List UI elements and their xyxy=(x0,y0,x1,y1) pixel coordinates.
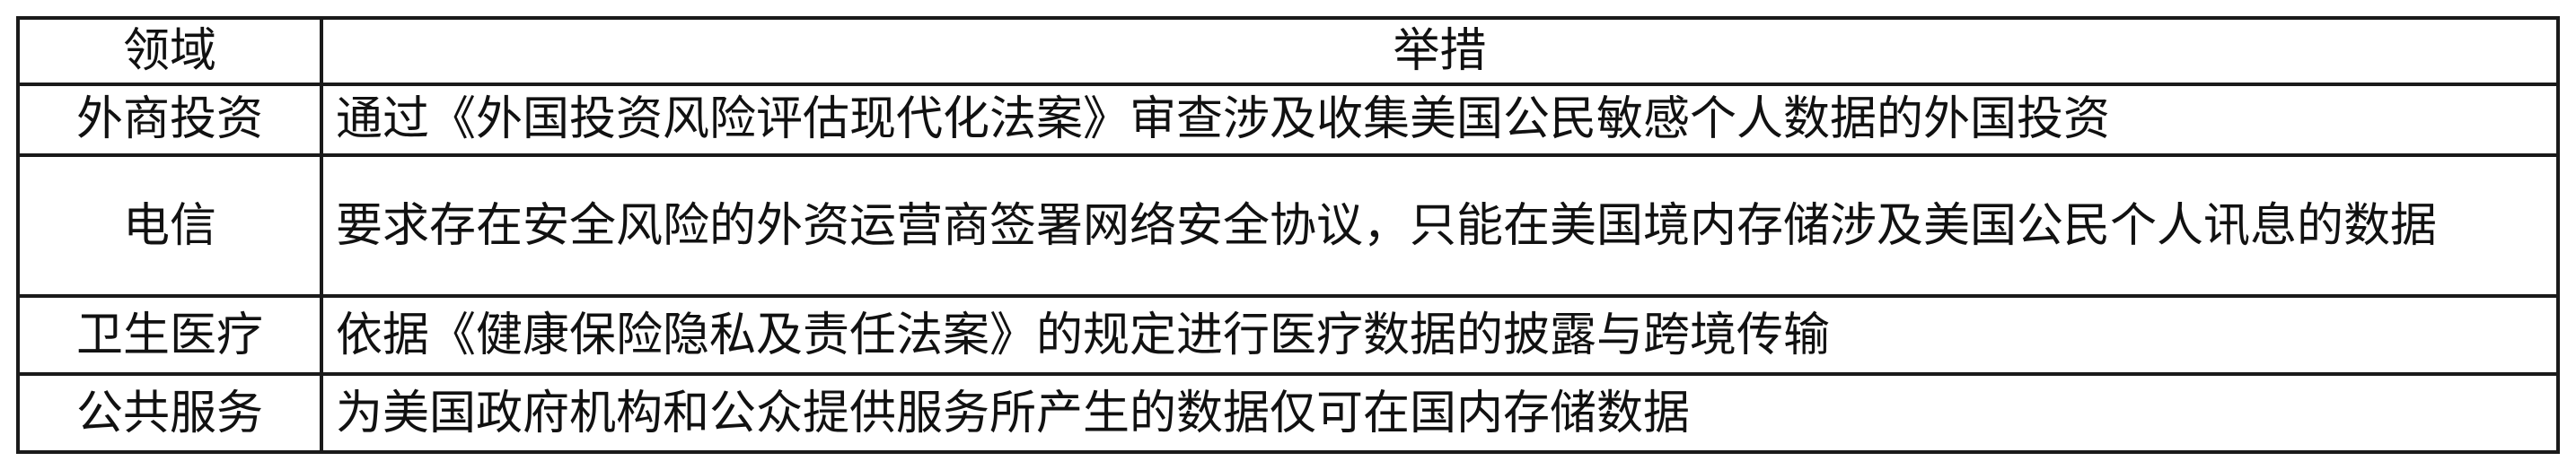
table-row: 电信 要求存在安全风险的外资运营商签署网络安全协议，只能在美国境内存储涉及美国公… xyxy=(16,152,2560,299)
table-row: 卫生医疗 依据《健康保险隐私及责任法案》的规定进行医疗数据的披露与跨境传输 xyxy=(16,294,2560,377)
measure-cell: 依据《健康保险隐私及责任法案》的规定进行医疗数据的披露与跨境传输 xyxy=(320,294,2560,377)
domain-cell: 公共服务 xyxy=(16,372,323,454)
table-row: 公共服务 为美国政府机构和公众提供服务所产生的数据仅可在国内存储数据 xyxy=(16,372,2560,454)
measure-cell: 要求存在安全风险的外资运营商签署网络安全协议，只能在美国境内存储涉及美国公民个人… xyxy=(320,152,2560,299)
domain-cell: 电信 xyxy=(16,152,323,299)
domain-cell: 外商投资 xyxy=(16,83,323,157)
measure-cell: 为美国政府机构和公众提供服务所产生的数据仅可在国内存储数据 xyxy=(320,372,2560,454)
header-domain: 领域 xyxy=(16,16,323,86)
policy-measures-table: 领域 举措 外商投资 通过《外国投资风险评估现代化法案》审查涉及收集美国公民敏感… xyxy=(16,16,2560,454)
header-measure: 举措 xyxy=(320,16,2560,86)
domain-cell: 卫生医疗 xyxy=(16,294,323,377)
table-header-row: 领域 举措 xyxy=(16,16,2560,86)
measure-cell: 通过《外国投资风险评估现代化法案》审查涉及收集美国公民敏感个人数据的外国投资 xyxy=(320,83,2560,157)
table-row: 外商投资 通过《外国投资风险评估现代化法案》审查涉及收集美国公民敏感个人数据的外… xyxy=(16,83,2560,157)
